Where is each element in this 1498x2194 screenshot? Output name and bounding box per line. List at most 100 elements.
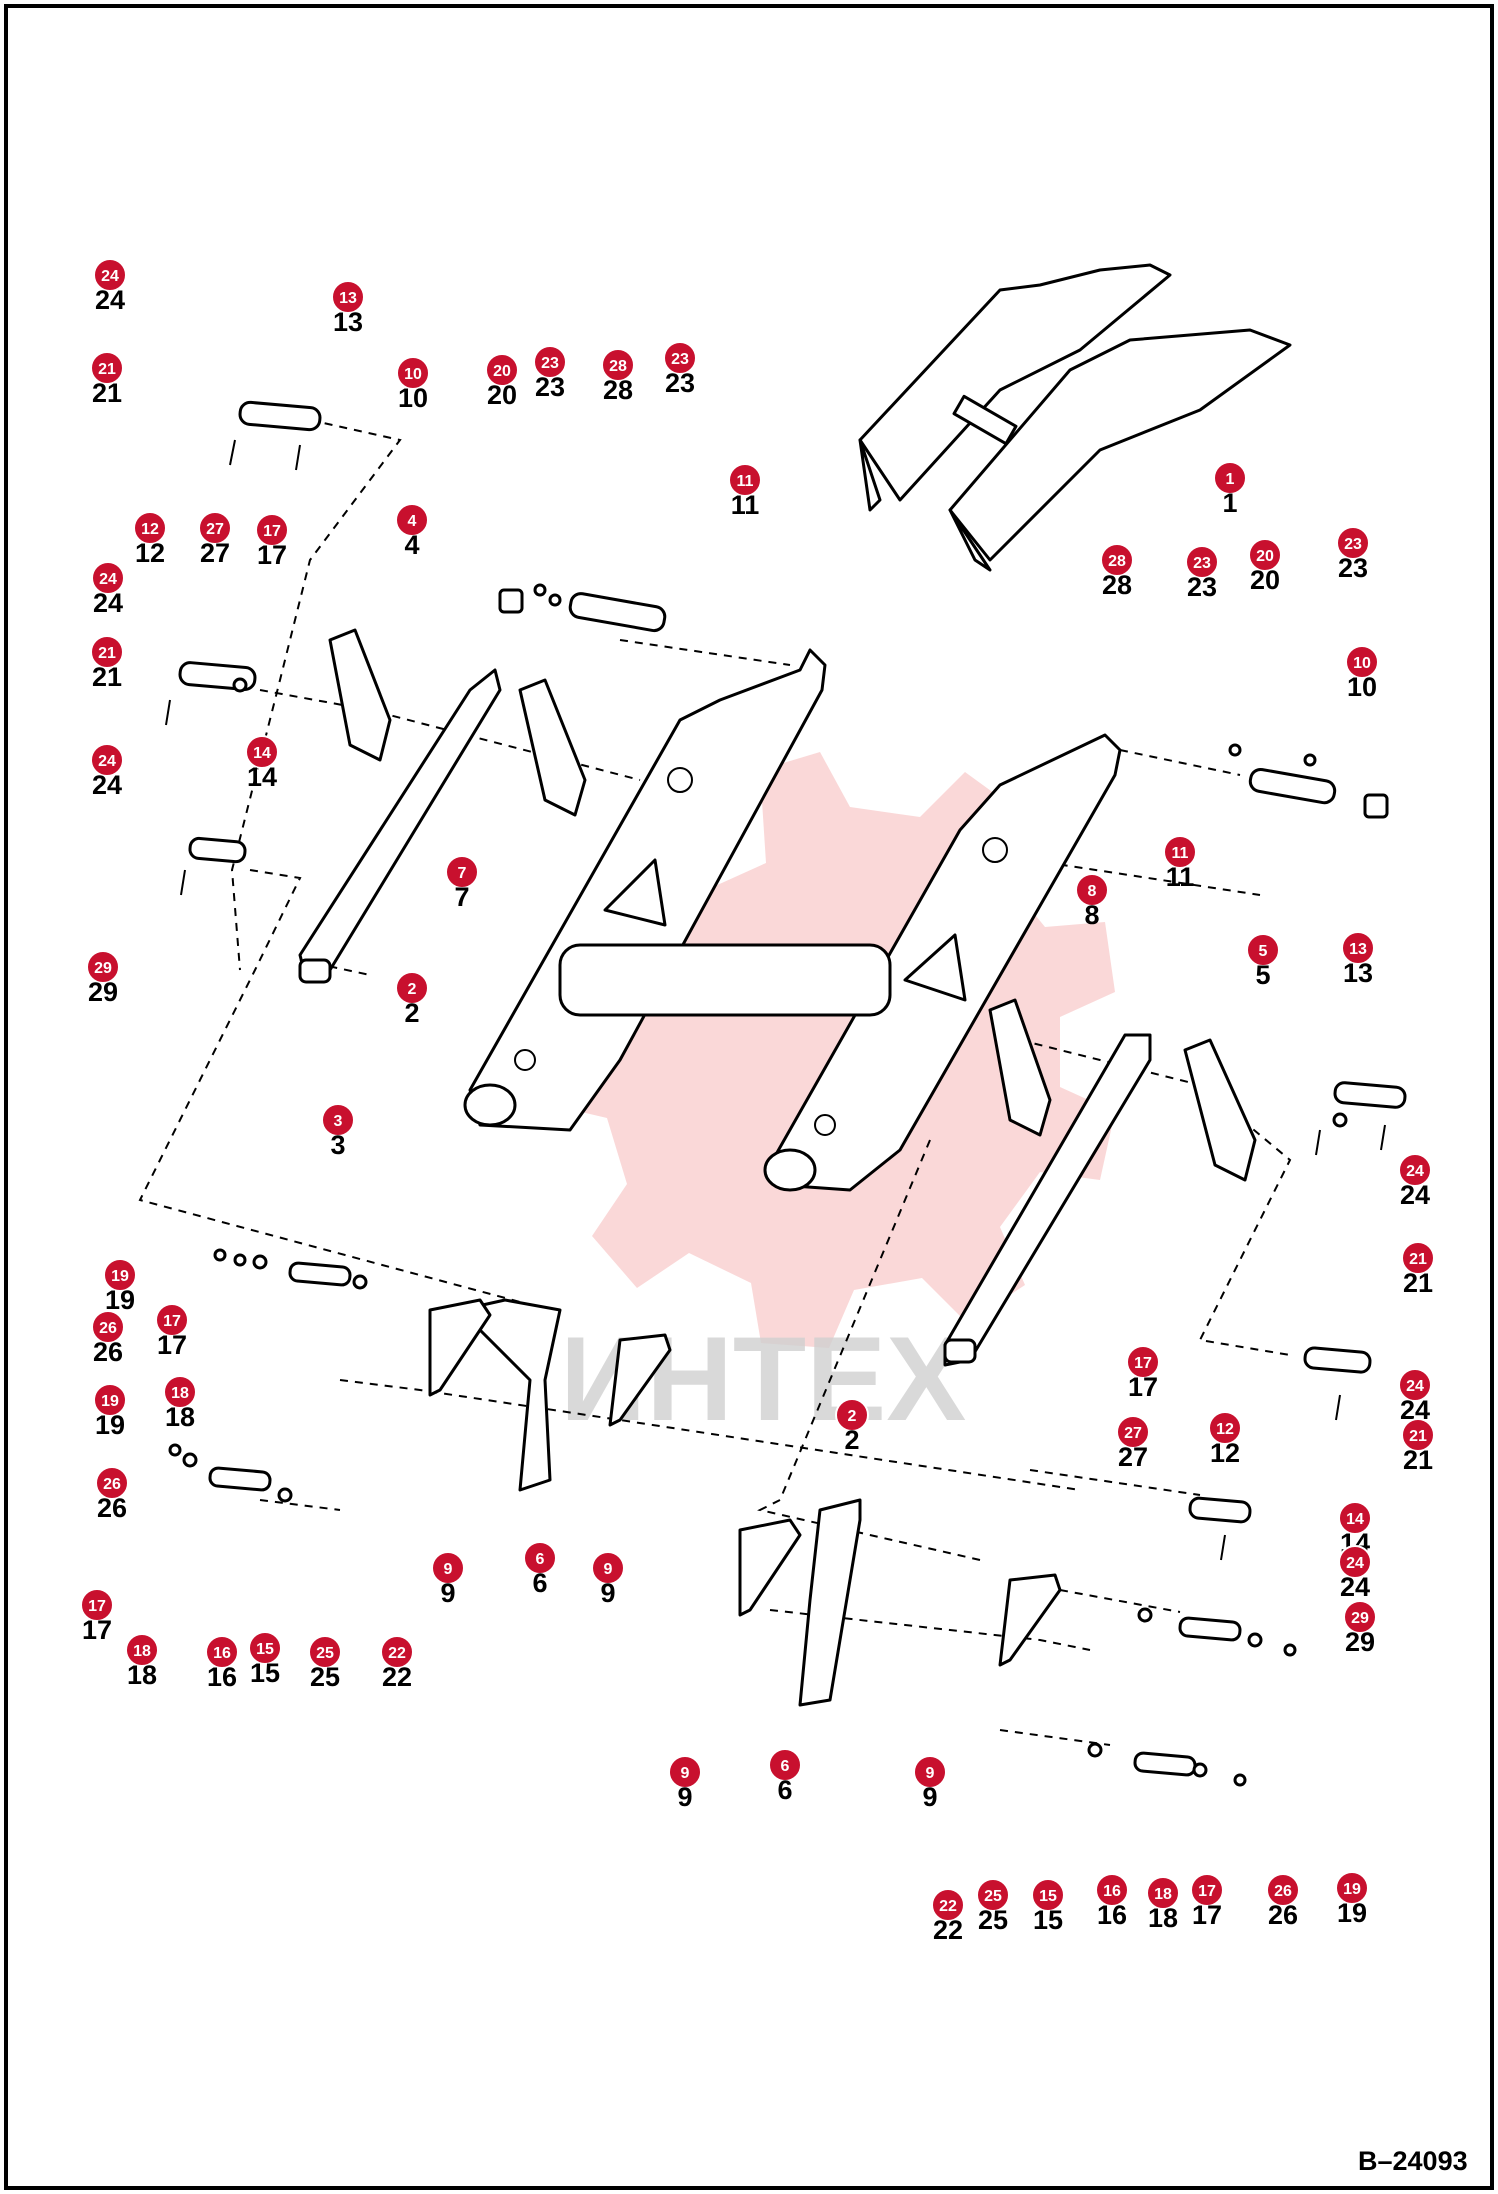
callout-badge-number: 17 — [163, 1313, 181, 1330]
link-9-right-b — [998, 1573, 1062, 1667]
callout-badge — [1401, 1418, 1435, 1452]
callout-badge-number: 20 — [1256, 548, 1274, 565]
callout-number-label: 9 — [922, 1782, 937, 1812]
part-callout-3: 33 — [321, 1103, 355, 1160]
callout-badge — [1345, 645, 1379, 679]
callout-number-label: 25 — [310, 1662, 340, 1692]
callout-badge — [1343, 1600, 1377, 1634]
part-callout-1: 11 — [1213, 461, 1247, 518]
callout-number-label: 11 — [1166, 862, 1195, 892]
callout-badge — [728, 463, 762, 497]
callout-number-label: 29 — [88, 977, 118, 1007]
callout-badge — [90, 743, 124, 777]
callout-number-label: 16 — [1097, 1900, 1127, 1930]
callout-badge — [768, 1748, 802, 1782]
callout-number-label: 25 — [978, 1905, 1008, 1935]
callout-badge — [1336, 526, 1370, 560]
callout-badge — [533, 345, 567, 379]
part-callout-6: 66 — [523, 1541, 557, 1598]
callout-badge — [601, 348, 635, 382]
callout-badge — [95, 1466, 129, 1500]
callout-number-label: 4 — [404, 530, 419, 560]
callout-badge-number: 15 — [1039, 1888, 1057, 1905]
callout-badge — [1213, 461, 1247, 495]
callout-number-label: 27 — [1118, 1442, 1148, 1472]
callout-badge — [308, 1635, 342, 1669]
callout-number-label: 12 — [135, 538, 165, 568]
callout-badge-number: 16 — [1103, 1883, 1121, 1900]
callout-badge — [80, 1588, 114, 1622]
callout-badge — [248, 1631, 282, 1665]
callout-badge — [668, 1755, 702, 1789]
callout-badge-number: 19 — [111, 1268, 129, 1285]
callout-badge-number: 9 — [444, 1561, 453, 1578]
callout-number-label: 29 — [1345, 1627, 1375, 1657]
assembly-lines — [138, 419, 1292, 1746]
callout-badge-number: 17 — [1134, 1355, 1152, 1372]
callout-badge-number: 26 — [103, 1476, 121, 1493]
cylinder-2-left — [298, 668, 502, 977]
link-part-4 — [328, 628, 392, 762]
callout-badge — [1398, 1368, 1432, 1402]
link-9-left-a — [428, 1298, 492, 1397]
callout-badge — [976, 1878, 1010, 1912]
part-callout-7: 77 — [445, 855, 479, 912]
callout-badge — [1126, 1345, 1160, 1379]
callout-badge — [125, 1633, 159, 1667]
callout-badge — [1031, 1878, 1065, 1912]
callout-number-label: 21 — [1403, 1268, 1433, 1298]
callout-badge-number: 23 — [1344, 536, 1362, 553]
callout-badge — [523, 1541, 557, 1575]
callout-badge-number: 17 — [88, 1598, 106, 1615]
callout-number-label: 14 — [247, 762, 277, 792]
callout-badge — [245, 735, 279, 769]
callout-badge — [93, 1383, 127, 1417]
callout-number-label: 6 — [777, 1775, 792, 1805]
callout-badge-number: 21 — [1409, 1251, 1427, 1268]
callout-badge-number: 9 — [926, 1765, 935, 1782]
callout-number-label: 22 — [933, 1915, 963, 1945]
callout-badge — [1146, 1876, 1180, 1910]
callout-badge-number: 18 — [1154, 1886, 1172, 1903]
callout-badge-number: 21 — [1409, 1428, 1427, 1445]
part-callout-5: 55 — [1246, 933, 1280, 990]
callout-number-label: 17 — [257, 540, 287, 570]
callout-badge — [1246, 933, 1280, 967]
link-part-5 — [1183, 1038, 1257, 1182]
callout-badge-number: 29 — [1351, 1610, 1369, 1627]
callout-badge — [835, 1398, 869, 1432]
callout-number-label: 21 — [92, 662, 122, 692]
bracket-6-right — [798, 1498, 862, 1707]
callout-number-label: 21 — [1403, 1445, 1433, 1475]
callout-number-label: 17 — [1128, 1372, 1158, 1402]
callout-number-label: 5 — [1255, 960, 1270, 990]
callout-number-label: 9 — [677, 1782, 692, 1812]
callout-number-label: 17 — [157, 1330, 187, 1360]
callout-badge-number: 21 — [98, 645, 116, 662]
callout-badge-number: 17 — [263, 523, 281, 540]
callout-number-label: 24 — [92, 770, 122, 800]
callout-badge — [331, 280, 365, 314]
